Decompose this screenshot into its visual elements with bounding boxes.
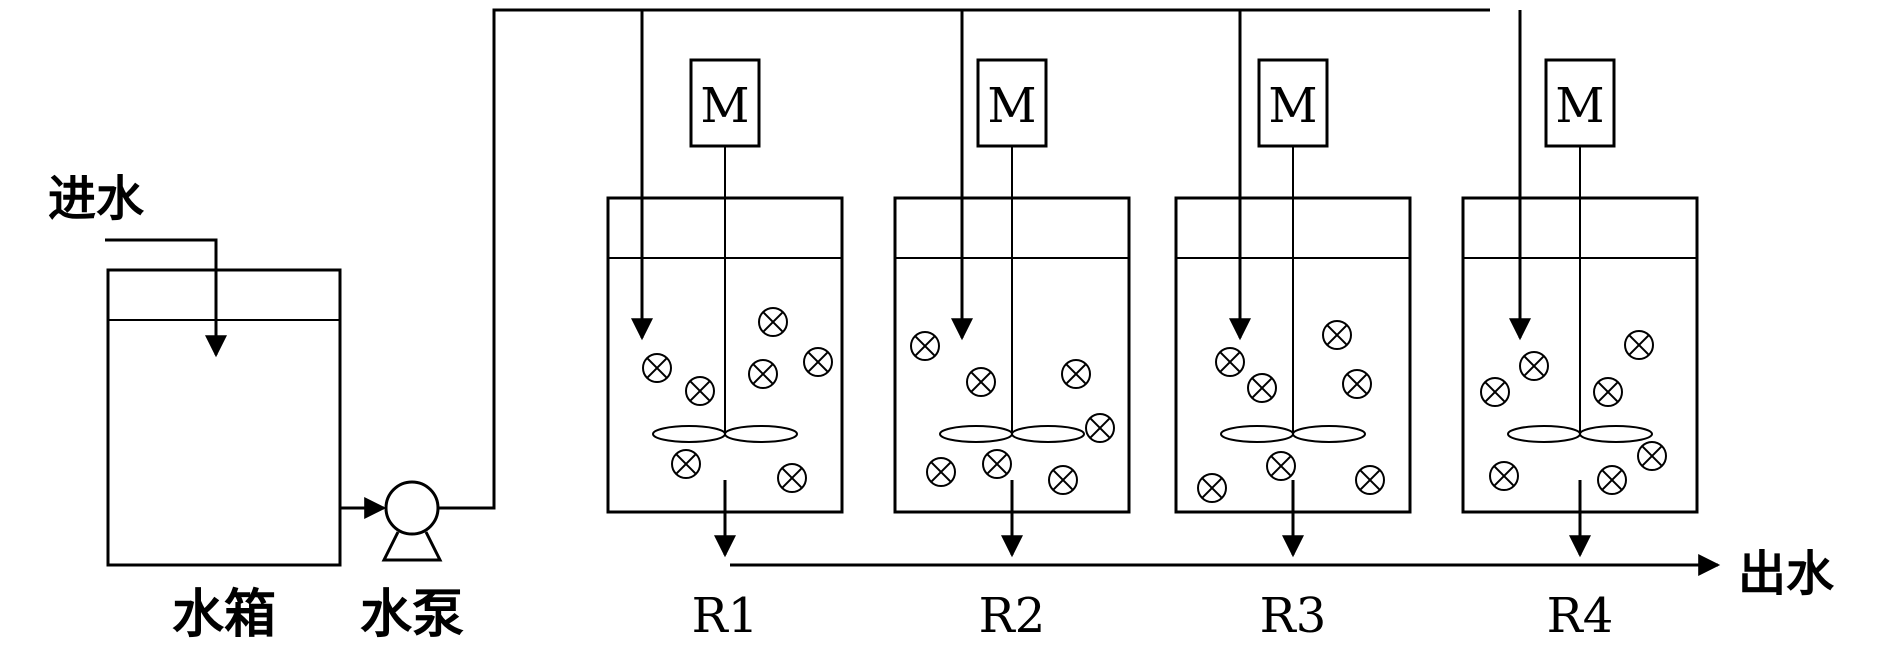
carrier-particle-icon bbox=[1085, 413, 1115, 443]
inlet-label: 进水 bbox=[48, 171, 145, 227]
carrier-particle-icon bbox=[685, 376, 715, 406]
impeller-blade-right bbox=[724, 425, 798, 443]
carrier-particle-icon bbox=[671, 449, 701, 479]
inlet-pipe bbox=[105, 238, 227, 358]
impeller-blade-left bbox=[652, 425, 726, 443]
carrier-particle-icon bbox=[1247, 373, 1277, 403]
carrier-particle-icon bbox=[1355, 465, 1385, 495]
carrier-particle-icon bbox=[777, 463, 807, 493]
impeller-blade-left bbox=[1507, 425, 1581, 443]
carrier-particle-icon bbox=[1197, 473, 1227, 503]
reactors-group: M R1 M R2 M R3 M R4 bbox=[606, 10, 1699, 644]
reactor-r1: M R1 bbox=[606, 10, 844, 644]
carrier-particle-icon bbox=[642, 353, 672, 383]
carrier-particle-icon bbox=[803, 347, 833, 377]
water-pump-icon bbox=[381, 480, 443, 562]
motor-label: M bbox=[1268, 78, 1317, 134]
carrier-particle-icon bbox=[966, 367, 996, 397]
carrier-particle-icon bbox=[1489, 461, 1519, 491]
carrier-particle-icon bbox=[1048, 465, 1078, 495]
reactor-label: R1 bbox=[692, 588, 759, 644]
reactor-label: R3 bbox=[1260, 588, 1327, 644]
reactor-label: R4 bbox=[1547, 588, 1614, 644]
carrier-particle-icon bbox=[1597, 465, 1627, 495]
carrier-particle-icon bbox=[748, 359, 778, 389]
carrier-particle-icon bbox=[926, 457, 956, 487]
water-tank-label: 水箱 bbox=[172, 585, 276, 645]
carrier-particle-icon bbox=[1480, 377, 1510, 407]
carrier-particle-icon bbox=[1322, 320, 1352, 350]
impeller-blade-left bbox=[1220, 425, 1294, 443]
carrier-particle-icon bbox=[1215, 347, 1245, 377]
impeller-blade-right bbox=[1011, 425, 1085, 443]
carrier-particle-icon bbox=[1266, 451, 1296, 481]
carrier-particle-icon bbox=[1061, 359, 1091, 389]
impeller-blade-right bbox=[1579, 425, 1653, 443]
carrier-particle-icon bbox=[982, 449, 1012, 479]
motor-label: M bbox=[700, 78, 749, 134]
impeller-blade-right bbox=[1292, 425, 1366, 443]
reactor-label: R2 bbox=[979, 588, 1046, 644]
reactor-r3: M R3 bbox=[1174, 10, 1412, 644]
carrier-particle-icon bbox=[1624, 330, 1654, 360]
reactor-r2: M R2 bbox=[893, 10, 1131, 644]
reactor-r4: M R4 bbox=[1461, 10, 1699, 644]
carrier-particle-icon bbox=[1593, 377, 1623, 407]
carrier-particle-icon bbox=[1519, 351, 1549, 381]
carrier-particle-icon bbox=[758, 307, 788, 337]
water-pump-label: 水泵 bbox=[360, 585, 464, 645]
carrier-particle-icon bbox=[1342, 369, 1372, 399]
pump-discharge-pipe bbox=[438, 8, 1490, 510]
carrier-particle-icon bbox=[910, 331, 940, 361]
carrier-particle-icon bbox=[1637, 441, 1667, 471]
water-tank bbox=[106, 268, 342, 567]
outlet-label: 出水 bbox=[1738, 546, 1835, 602]
motor-label: M bbox=[987, 78, 1036, 134]
impeller-blade-left bbox=[939, 425, 1013, 443]
motor-label: M bbox=[1555, 78, 1604, 134]
